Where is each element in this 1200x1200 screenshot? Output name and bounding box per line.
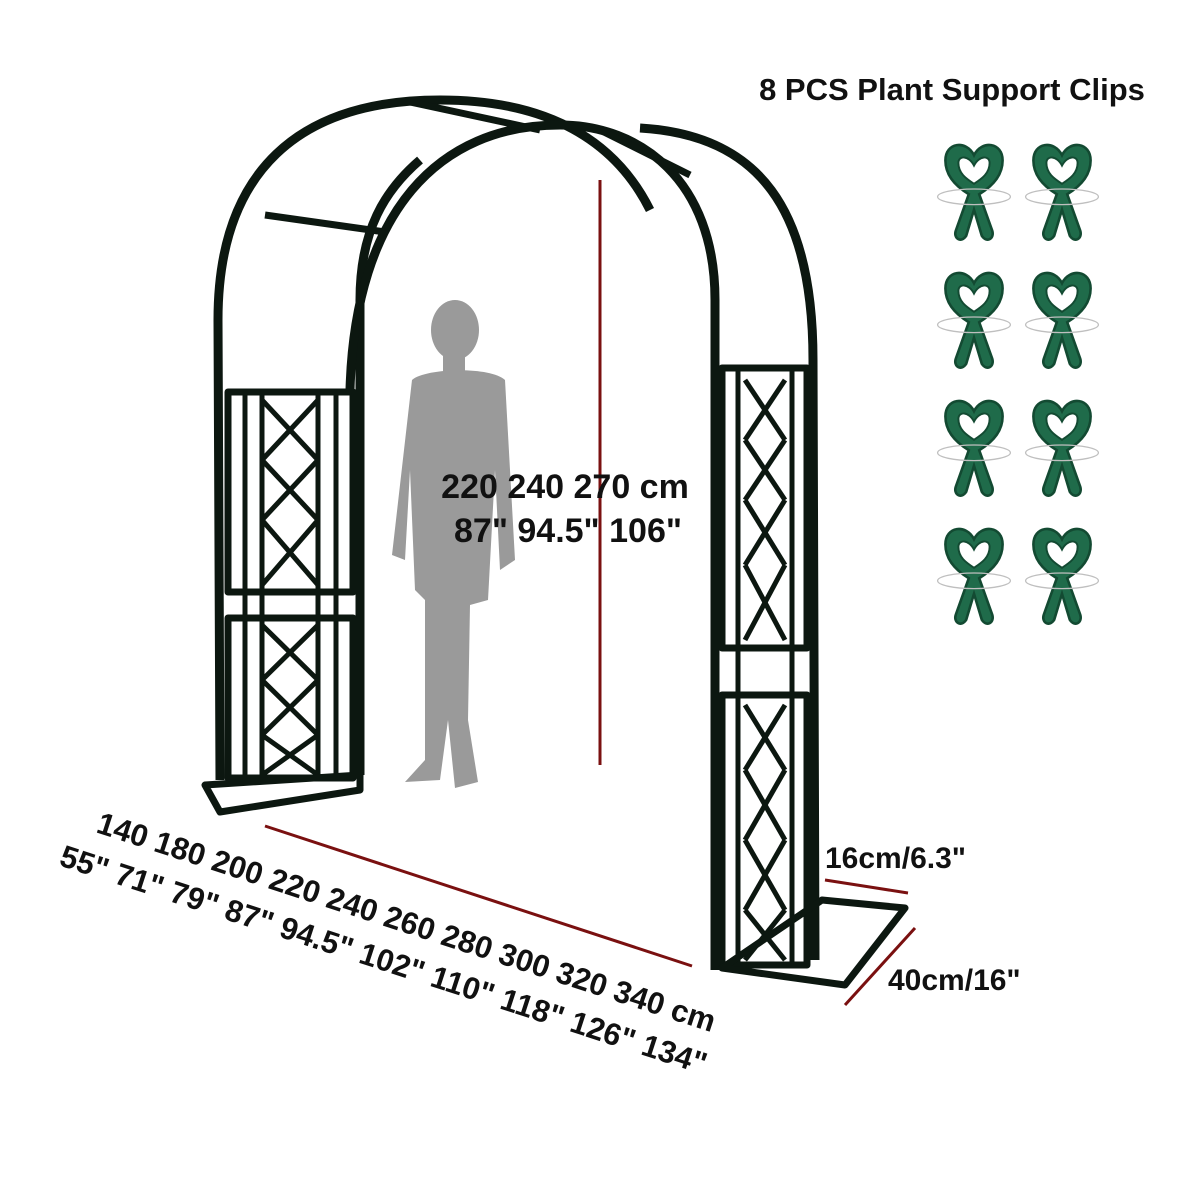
left-panel-top <box>224 388 357 596</box>
plant-clip-icon <box>936 271 1012 369</box>
top-crossbar-1 <box>264 211 386 236</box>
depth-label: 16cm/6.3" <box>825 842 966 875</box>
plant-clip-icon <box>1024 527 1100 625</box>
clip-grid <box>936 143 1100 625</box>
top-crossbar-3 <box>598 126 692 179</box>
front-arch <box>345 120 720 970</box>
depth-dimension-line <box>824 878 909 895</box>
height-label-inch: 87" 94.5" 106" <box>454 512 682 550</box>
right-panel-bottom <box>718 691 811 969</box>
base-dimension-line <box>843 926 917 1007</box>
width-dimension-line <box>264 824 693 968</box>
right-base <box>718 896 909 989</box>
arch-frame <box>201 95 909 989</box>
base-label: 40cm/16" <box>888 964 1021 997</box>
left-base <box>201 771 364 816</box>
plant-clip-icon <box>936 527 1012 625</box>
clips-title: 8 PCS Plant Support Clips <box>759 72 1145 107</box>
front-arch-outer <box>639 123 820 961</box>
person-silhouette-icon <box>392 300 515 788</box>
plant-clip-icon <box>1024 143 1100 241</box>
plant-clip-icon <box>1024 399 1100 497</box>
plant-clip-icon <box>1024 271 1100 369</box>
height-label-cm: 220 240 270 cm <box>441 468 689 506</box>
plant-clip-icon <box>936 143 1012 241</box>
width-label-cm: 140 180 200 220 240 260 280 300 320 340 … <box>93 805 720 1039</box>
plant-clip-icon <box>936 399 1012 497</box>
right-panel-top <box>718 364 811 652</box>
top-crossbar-2 <box>409 98 541 134</box>
width-label-inch: 55" 71" 79" 87" 94.5" 102" 110" 118" 126… <box>56 838 712 1081</box>
